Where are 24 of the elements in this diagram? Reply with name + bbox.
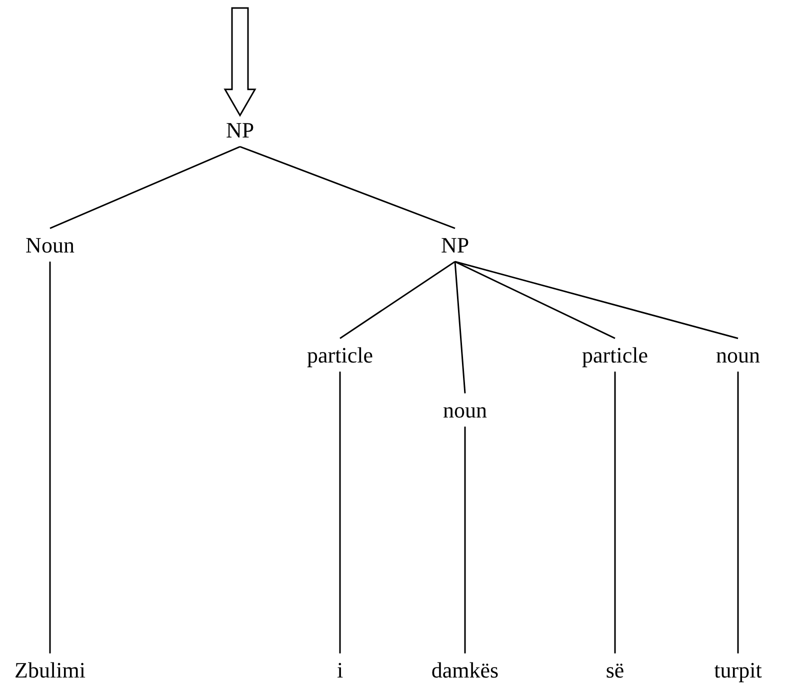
category-label: noun — [443, 397, 487, 423]
branch-line — [614, 372, 616, 654]
category-label: NP — [226, 117, 254, 143]
category-label: particle — [307, 342, 373, 368]
word-label: turpit — [714, 657, 762, 683]
word-label: damkës — [431, 657, 499, 683]
branch-line — [340, 261, 456, 339]
category-label: NP — [440, 232, 470, 258]
branch-line — [454, 260, 738, 340]
category-label: noun — [716, 342, 760, 368]
word-label: Zbulimi — [14, 657, 86, 683]
branch-line — [737, 372, 739, 654]
category-label: particle — [582, 342, 648, 368]
branch-line — [454, 260, 616, 340]
category-label: Noun — [26, 232, 74, 258]
word-label: së — [606, 657, 624, 683]
branch-line — [240, 146, 456, 230]
block-arrow — [224, 7, 256, 117]
branch-line — [464, 426, 466, 654]
word-label: i — [336, 657, 344, 683]
branch-line — [50, 146, 240, 230]
branch-line — [454, 262, 466, 394]
branch-line — [339, 372, 341, 654]
branch-line — [49, 262, 51, 654]
